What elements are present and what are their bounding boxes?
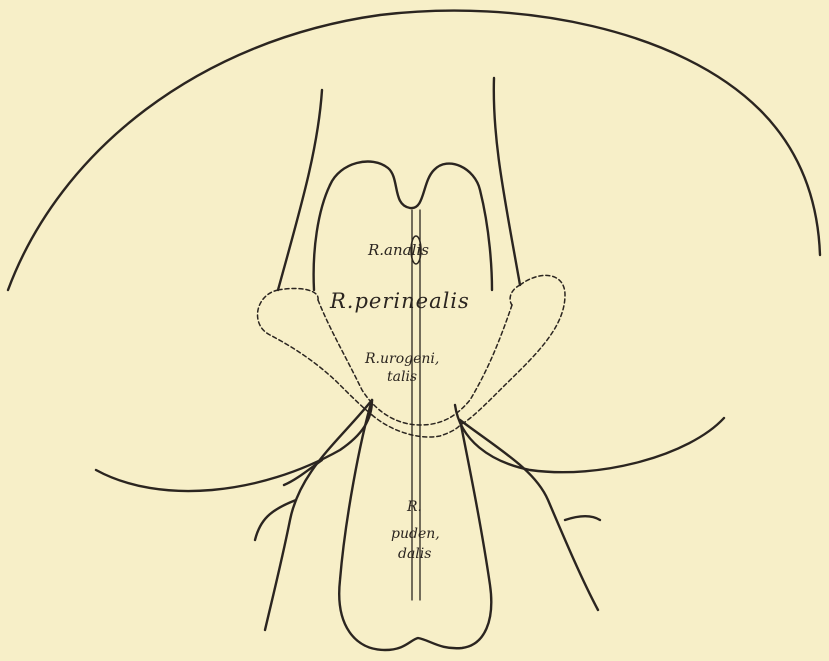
left-branch — [265, 400, 372, 630]
right-dashed-lobe — [460, 275, 565, 425]
right-thigh-contour — [494, 78, 520, 285]
anal-region-outline — [330, 162, 492, 290]
left-thigh-contour — [278, 90, 322, 290]
label-r-urogenitalis-line1: R.urogeni, — [365, 352, 439, 366]
urogenital-dashed-outer — [372, 415, 460, 437]
label-r-urogenitalis-line2: talis — [387, 370, 417, 384]
label-r-analis: R.analis — [368, 243, 429, 258]
right-lower-crease — [455, 405, 724, 472]
label-r-pudendalis-line2: puden, — [391, 527, 440, 541]
right-branch-twig-1 — [565, 516, 600, 520]
left-dashed-lobe-top — [278, 288, 318, 300]
anal-region-left-side — [314, 185, 330, 290]
label-r-pudendalis-line3: dalis — [398, 547, 431, 561]
label-r-pudendalis-line1: R. — [407, 500, 422, 514]
right-dashed-lobe-top — [510, 285, 520, 305]
label-r-perinealis: R.perinealis — [330, 291, 470, 312]
